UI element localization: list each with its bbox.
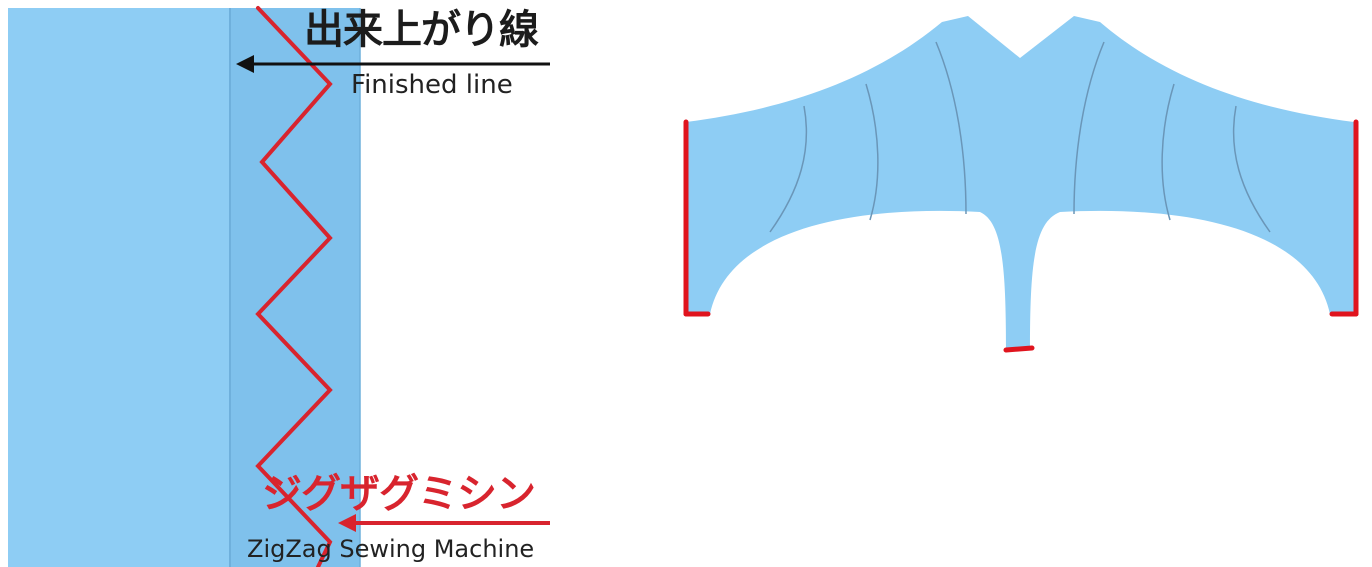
garment-shape (686, 16, 1354, 350)
garment-piece (683, 16, 1359, 353)
panel-line (865, 83, 879, 221)
panel-line (1232, 105, 1271, 233)
finished-line-arrow (236, 55, 550, 73)
zigzag-arrow (338, 514, 550, 532)
zigzag-edges (683, 119, 1359, 353)
panel-line (1161, 83, 1175, 221)
panel-lines (769, 41, 1271, 233)
finished-line-label-en: Finished line (351, 70, 513, 100)
arrow-head (236, 55, 254, 73)
panel-line (1073, 41, 1105, 215)
arrow-head (338, 514, 356, 532)
fabric-detail (8, 6, 361, 567)
fabric-body (8, 8, 230, 567)
panel-line (935, 41, 967, 215)
zigzag-label-en: ZigZag Sewing Machine (247, 535, 535, 563)
edge-stitch-center-bottom (1003, 345, 1035, 353)
finished-line-label-ja: 出来上がり線 (304, 7, 539, 53)
seam-allowance (230, 8, 360, 567)
panel-line (769, 105, 808, 233)
zigzag-stitch (255, 6, 333, 567)
zigzag-label-ja: ジグザグミシン (262, 471, 536, 517)
